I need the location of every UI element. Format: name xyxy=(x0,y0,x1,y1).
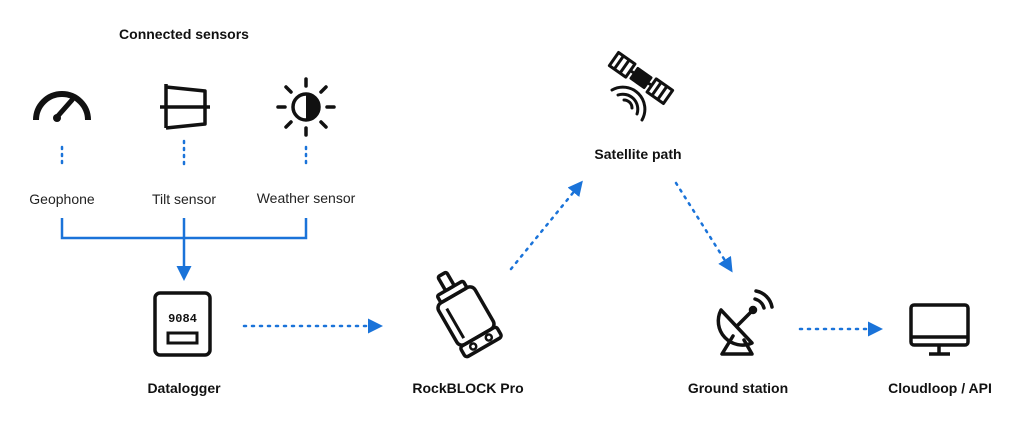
ground-station-label: Ground station xyxy=(687,380,789,396)
monitor-icon xyxy=(909,303,970,356)
cloudloop-label: Cloudloop / API xyxy=(888,380,992,396)
sensor-label-tilt: Tilt sensor xyxy=(151,191,217,207)
rockblock-device-icon xyxy=(435,270,503,359)
datalogger-icon: 9084 xyxy=(153,291,212,357)
sensor-dotted-connectors xyxy=(60,139,308,170)
sensor-label-geophone: Geophone xyxy=(29,191,95,207)
datalogger-label: Datalogger xyxy=(147,380,221,396)
sensor-bracket-connector xyxy=(60,218,308,281)
satellite-path-label: Satellite path xyxy=(594,146,682,162)
satellite-signal-icon xyxy=(610,85,647,122)
satellite-dish-icon xyxy=(716,289,774,356)
satellite-icon xyxy=(607,51,675,105)
rockblock-to-satellite-arrow xyxy=(509,180,583,271)
tilt-icon xyxy=(160,84,210,130)
sun-moon-icon xyxy=(276,77,336,137)
sensor-label-weather: Weather sensor xyxy=(256,190,356,206)
diagram-title: Connected sensors xyxy=(119,26,249,42)
satellite-to-ground-arrow xyxy=(674,181,733,273)
datalogger-display-value: 9084 xyxy=(168,312,197,326)
rockblock-label: RockBLOCK Pro xyxy=(412,380,524,396)
gauge-icon xyxy=(33,91,91,122)
